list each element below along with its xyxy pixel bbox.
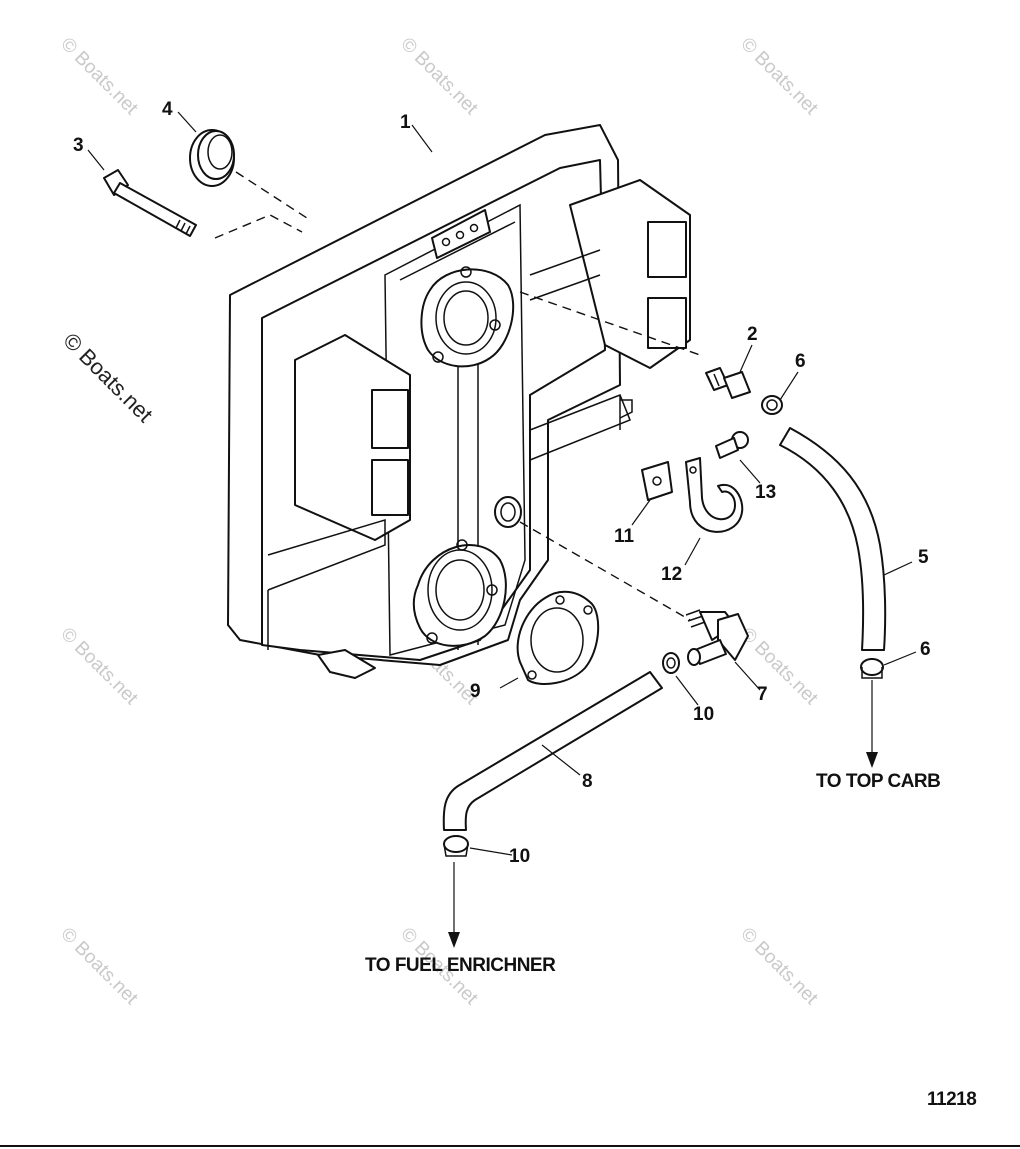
watermark: © Boats.net (56, 624, 142, 710)
watermark: © Boats.net (56, 34, 142, 120)
watermark: © Boats.net (58, 328, 157, 427)
callouts: 1 2 3 4 5 6 6 7 8 9 10 10 11 12 13 (73, 99, 931, 867)
housing-part-1 (227, 124, 691, 679)
callout-8: 8 (582, 771, 593, 792)
callout-9: 9 (470, 681, 481, 702)
callout-12: 12 (661, 564, 682, 585)
nut-part-11 (641, 461, 673, 501)
callout-3: 3 (73, 135, 84, 156)
clip-part-12 (685, 457, 744, 533)
callout-6-lower: 6 (920, 639, 931, 660)
callout-6-upper: 6 (795, 351, 806, 372)
flow-arrow-top-carb (866, 680, 878, 768)
hose-part-5 (779, 427, 887, 651)
callout-7: 7 (757, 684, 768, 705)
callout-10-upper: 10 (693, 704, 714, 725)
screw-part-13 (715, 431, 749, 459)
watermark: © Boats.net (736, 34, 822, 120)
caption-to-fuel-enrichner: TO FUEL ENRICHNER (365, 955, 556, 976)
watermark: © Boats.net (736, 624, 822, 710)
caption-to-top-carb: TO TOP CARB (816, 771, 940, 792)
callout-4: 4 (162, 99, 173, 120)
callout-1: 1 (400, 112, 411, 133)
callout-5: 5 (918, 547, 929, 568)
callout-11: 11 (614, 526, 635, 547)
gasket-part-9 (516, 590, 600, 685)
callout-2: 2 (747, 324, 758, 345)
leader-lines (87, 111, 917, 856)
clamp-part-6-upper (761, 395, 783, 415)
clamp-part-10-upper (662, 652, 680, 674)
figure-number: 11218 (927, 1089, 976, 1110)
bolt-part-3 (103, 169, 197, 237)
callout-13: 13 (755, 482, 776, 503)
clamp-part-6-lower (860, 658, 884, 679)
grommet-part-4 (189, 129, 235, 187)
watermark: © Boats.net (736, 924, 822, 1010)
hose-part-8 (442, 671, 663, 831)
clamp-part-10-lower (443, 835, 469, 857)
elbow-fitting-part-7 (685, 609, 749, 666)
flow-arrow-fuel-enrichner (448, 862, 460, 948)
fitting-part-2 (705, 367, 751, 399)
callout-10-lower: 10 (509, 846, 530, 867)
watermark: © Boats.net (396, 34, 482, 120)
watermark: © Boats.net (56, 924, 142, 1010)
assembly-guide-lines (214, 171, 701, 621)
